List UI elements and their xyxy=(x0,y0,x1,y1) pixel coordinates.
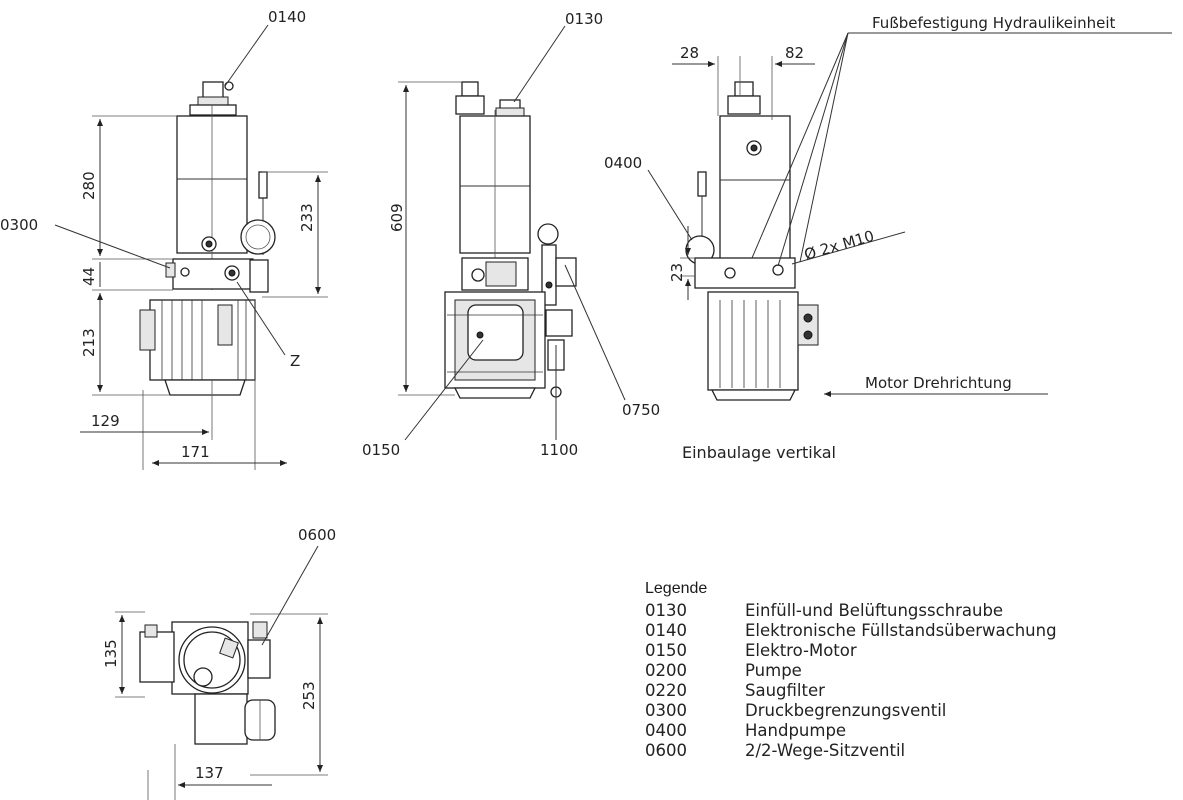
legend-item-text: Druckbegrenzungsventil xyxy=(745,701,947,720)
legend-item-code: 0130 xyxy=(645,601,687,620)
dim-28: 28 xyxy=(680,44,699,62)
foot-mount-label: Fußbefestigung Hydraulikeinheit xyxy=(872,14,1116,32)
dim-129: 129 xyxy=(91,412,120,430)
legend: Legende 0130 Einfüll-und Belüftungsschrau… xyxy=(645,580,1165,761)
callout-0400: 0400 xyxy=(604,154,642,172)
callout-0750: 0750 xyxy=(622,401,660,419)
legend-title: Legende xyxy=(645,580,708,597)
legend-item-code: 0400 xyxy=(645,721,687,740)
callout-0130: 0130 xyxy=(565,10,603,28)
motor-rotation-label: Motor Drehrichtung xyxy=(865,374,1012,392)
callout-0140: 0140 xyxy=(268,8,306,26)
legend-item-code: 0300 xyxy=(645,701,687,720)
legend-item-code: 0200 xyxy=(645,661,687,680)
callout-0300: 0300 xyxy=(0,216,38,234)
dim-23: 23 xyxy=(668,263,686,282)
legend-item-text: Einfüll-und Belüftungsschraube xyxy=(745,601,1004,620)
legend-item: 0200 Pumpe xyxy=(645,661,1165,681)
dim-82: 82 xyxy=(785,44,804,62)
dim-137: 137 xyxy=(195,764,224,782)
legend-item-code: 0150 xyxy=(645,641,687,660)
dim-609: 609 xyxy=(388,203,406,232)
legend-item: 0220 Saugfilter xyxy=(645,681,1165,701)
front-view: 280 44 213 233 129 171 0140 0300 Z xyxy=(0,8,328,470)
legend-item-code: 0600 xyxy=(645,741,687,760)
legend-item-text: Handpumpe xyxy=(745,721,847,740)
dim-233: 233 xyxy=(298,203,316,232)
callout-0600: 0600 xyxy=(298,526,336,544)
legend-item-code: 0220 xyxy=(645,681,687,700)
callout-1100: 1100 xyxy=(540,441,578,459)
legend-item-text: Saugfilter xyxy=(745,681,825,700)
legend-item-text: Elektronische Füllstandsüberwachung xyxy=(745,621,1057,640)
top-view: 135 253 137 0600 xyxy=(102,526,336,800)
dim-171: 171 xyxy=(181,443,210,461)
legend-item-text: Pumpe xyxy=(745,661,802,680)
orientation-label: Einbaulage vertikal xyxy=(682,443,836,462)
dim-253: 253 xyxy=(300,681,318,710)
legend-item: 0140 Elektronische Füllstandsüberwachung xyxy=(645,621,1165,641)
legend-item-text: Elektro-Motor xyxy=(745,641,857,660)
legend-item: 0400 Handpumpe xyxy=(645,721,1165,741)
legend-item: 0300 Druckbegrenzungsventil xyxy=(645,701,1165,721)
dim-44: 44 xyxy=(80,267,98,286)
rear-view: 28 82 23 Ø 2x M10 Fußbefestigung Hydraul… xyxy=(604,14,1172,462)
dim-213: 213 xyxy=(80,328,98,357)
legend-item: 0150 Elektro-Motor xyxy=(645,641,1165,661)
legend-item-code: 0140 xyxy=(645,621,687,640)
legend-item: 0130 Einfüll-und Belüftungsschraube xyxy=(645,601,1165,621)
legend-item-text: 2/2-Wege-Sitzventil xyxy=(745,741,906,760)
side-view: 609 0130 0150 1100 0750 xyxy=(362,10,660,459)
thread-label: Ø 2x M10 xyxy=(802,227,876,264)
dim-280: 280 xyxy=(80,171,98,200)
legend-item: 0600 2/2-Wege-Sitzventil xyxy=(645,741,1165,761)
callout-0150: 0150 xyxy=(362,441,400,459)
callout-z: Z xyxy=(290,352,300,370)
dim-135: 135 xyxy=(102,639,120,668)
